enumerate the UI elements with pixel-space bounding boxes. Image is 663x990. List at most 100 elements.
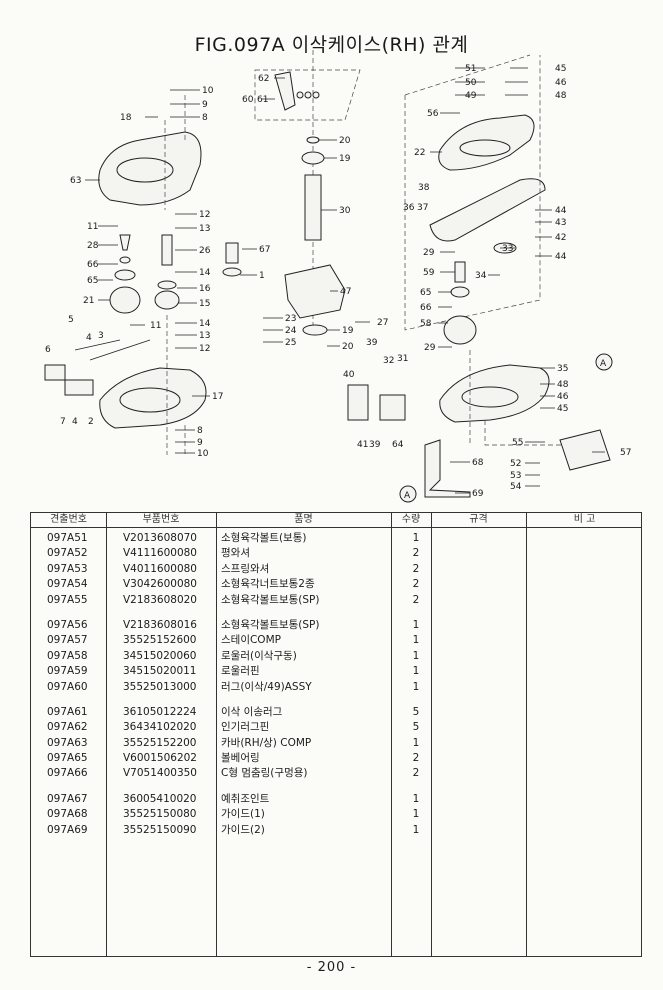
cell-part-no: V2183608020 — [123, 593, 197, 606]
cell-part-no: V3042600080 — [123, 578, 197, 591]
table-row: 097A61 36105012224 이삭 이송러그 5 — [31, 705, 641, 720]
callout-36: 36 — [403, 203, 415, 213]
exploded-parts-diagram: 10 9 8 18 63 11 28 66 65 21 11 12 13 26 … — [44, 50, 631, 503]
cell-qty: 1 — [412, 665, 420, 678]
column-divider — [391, 513, 392, 956]
cell-part-no: 36105012224 — [123, 705, 197, 718]
header-qty: 수량 — [401, 514, 421, 525]
callout-43: 43 — [555, 218, 566, 228]
cell-name: 소형육각볼트(보통) — [221, 532, 307, 544]
cell-name: 인기러그핀 — [221, 721, 270, 734]
cell-name: 러그(이삭/49)ASSY — [221, 680, 312, 693]
callout-62: 62 — [258, 74, 269, 84]
table-row: 097A55 V2183608020 소형육각볼트보통(SP) 2 — [31, 593, 641, 608]
cell-ref: 097A68 — [47, 808, 88, 821]
table-row: 097A56 V2183608016 소형육각볼트보통(SP) 1 — [31, 618, 641, 633]
callout-40: 40 — [343, 370, 355, 380]
page-number: - 200 - — [306, 960, 357, 975]
cell-ref: 097A58 — [47, 649, 88, 662]
table-row: 097A65 V6001506202 볼베어링 2 — [31, 751, 641, 766]
cell-qty: 2 — [412, 593, 420, 606]
callout-9: 9 — [202, 100, 208, 110]
callout-12b: 12 — [199, 344, 210, 354]
callout-44b: 44 — [555, 252, 567, 262]
cell-ref: 097A51 — [47, 532, 88, 544]
callout-42: 42 — [555, 233, 566, 243]
callout-56: 56 — [427, 109, 439, 119]
cell-qty: 2 — [412, 767, 420, 780]
callout-68: 68 — [472, 458, 484, 468]
table-row: 097A67 36005410020 예취조인트 1 — [31, 792, 641, 807]
callout-19: 19 — [339, 154, 351, 164]
center-housing — [284, 264, 346, 319]
column-divider — [431, 513, 432, 956]
callout-46: 46 — [555, 78, 567, 88]
cell-ref: 097A52 — [47, 547, 88, 560]
callout-45b: 45 — [557, 404, 568, 414]
table-row: 097A57 35525152600 스테이COMP 1 — [31, 633, 641, 648]
header-name: 품명 — [294, 514, 313, 525]
cell-name: 소형육각볼트보통(SP) — [221, 593, 320, 606]
cell-qty: 1 — [412, 649, 420, 662]
column-divider — [526, 513, 527, 956]
callout-51: 51 — [465, 64, 476, 74]
callout-25: 25 — [285, 338, 296, 348]
header-part-no: 부품번호 — [142, 514, 180, 525]
table-row: 097A51 V2013608070 소형육각볼트(보통) 1 — [31, 531, 641, 546]
cell-name: 볼베어링 — [221, 752, 260, 765]
table-header: 견출번호 부품번호 품명 수량 규격 비 고 — [31, 513, 641, 528]
cell-qty: 1 — [412, 823, 420, 836]
table-row: 097A66 V7051400350 C형 멈춤링(구멍용) 2 — [31, 766, 641, 781]
cell-qty: 5 — [412, 705, 420, 718]
callout-65b: 65 — [420, 288, 431, 298]
callout-50: 50 — [465, 78, 477, 88]
cell-name: 카바(RH/상) COMP — [221, 736, 312, 749]
cell-name: 이삭 이송러그 — [221, 705, 283, 718]
callout-20: 20 — [339, 136, 351, 146]
cell-part-no: 36434102020 — [123, 721, 197, 734]
cell-part-no: 35525150080 — [123, 808, 197, 821]
callout-61: 61 — [257, 95, 268, 105]
cell-qty: 2 — [412, 547, 420, 560]
callout-65: 65 — [87, 276, 98, 286]
callout-26: 26 — [199, 246, 211, 256]
callout-53: 53 — [510, 471, 521, 481]
reference-a-marker-lower: A — [404, 491, 411, 501]
cell-name: 소형육각볼트보통(SP) — [221, 618, 320, 631]
callout-48: 48 — [555, 91, 567, 101]
callout-66: 66 — [87, 260, 99, 270]
cell-part-no: V2183608016 — [123, 618, 197, 631]
cell-qty: 5 — [412, 721, 420, 734]
callout-7: 7 — [60, 417, 66, 427]
table-row: 097A53 V4011600080 스프링와셔 2 — [31, 562, 641, 577]
callout-66b: 66 — [420, 303, 432, 313]
callout-6: 6 — [45, 345, 51, 355]
callout-15: 15 — [199, 299, 210, 309]
callout-55: 55 — [512, 438, 523, 448]
cell-qty: 1 — [412, 532, 420, 544]
callout-54: 54 — [510, 482, 522, 492]
callout-16: 16 — [199, 284, 211, 294]
cell-part-no: V4111600080 — [123, 547, 197, 560]
callout-23: 23 — [285, 314, 296, 324]
callout-14b: 14 — [199, 319, 211, 329]
cell-ref: 097A63 — [47, 736, 88, 749]
callout-4: 4 — [86, 333, 92, 343]
callout-17: 17 — [212, 392, 223, 402]
table-row: 097A60 35525013000 러그(이삭/49)ASSY 1 — [31, 680, 641, 695]
callout-44: 44 — [555, 206, 567, 216]
table-row: 097A58 34515020060 로울러(이삭구동) 1 — [31, 649, 641, 664]
callout-29: 29 — [423, 248, 435, 258]
callout-63: 63 — [70, 176, 81, 186]
cell-name: 로울러핀 — [221, 665, 260, 678]
cell-ref: 097A54 — [47, 578, 88, 591]
callout-30: 30 — [339, 206, 351, 216]
callout-21: 21 — [83, 296, 94, 306]
callout-37: 37 — [417, 203, 428, 213]
callout-11: 11 — [87, 222, 98, 232]
callout-34: 34 — [475, 271, 487, 281]
header-spec: 규격 — [469, 514, 488, 525]
callout-27: 27 — [377, 318, 388, 328]
callout-46b: 46 — [557, 392, 569, 402]
